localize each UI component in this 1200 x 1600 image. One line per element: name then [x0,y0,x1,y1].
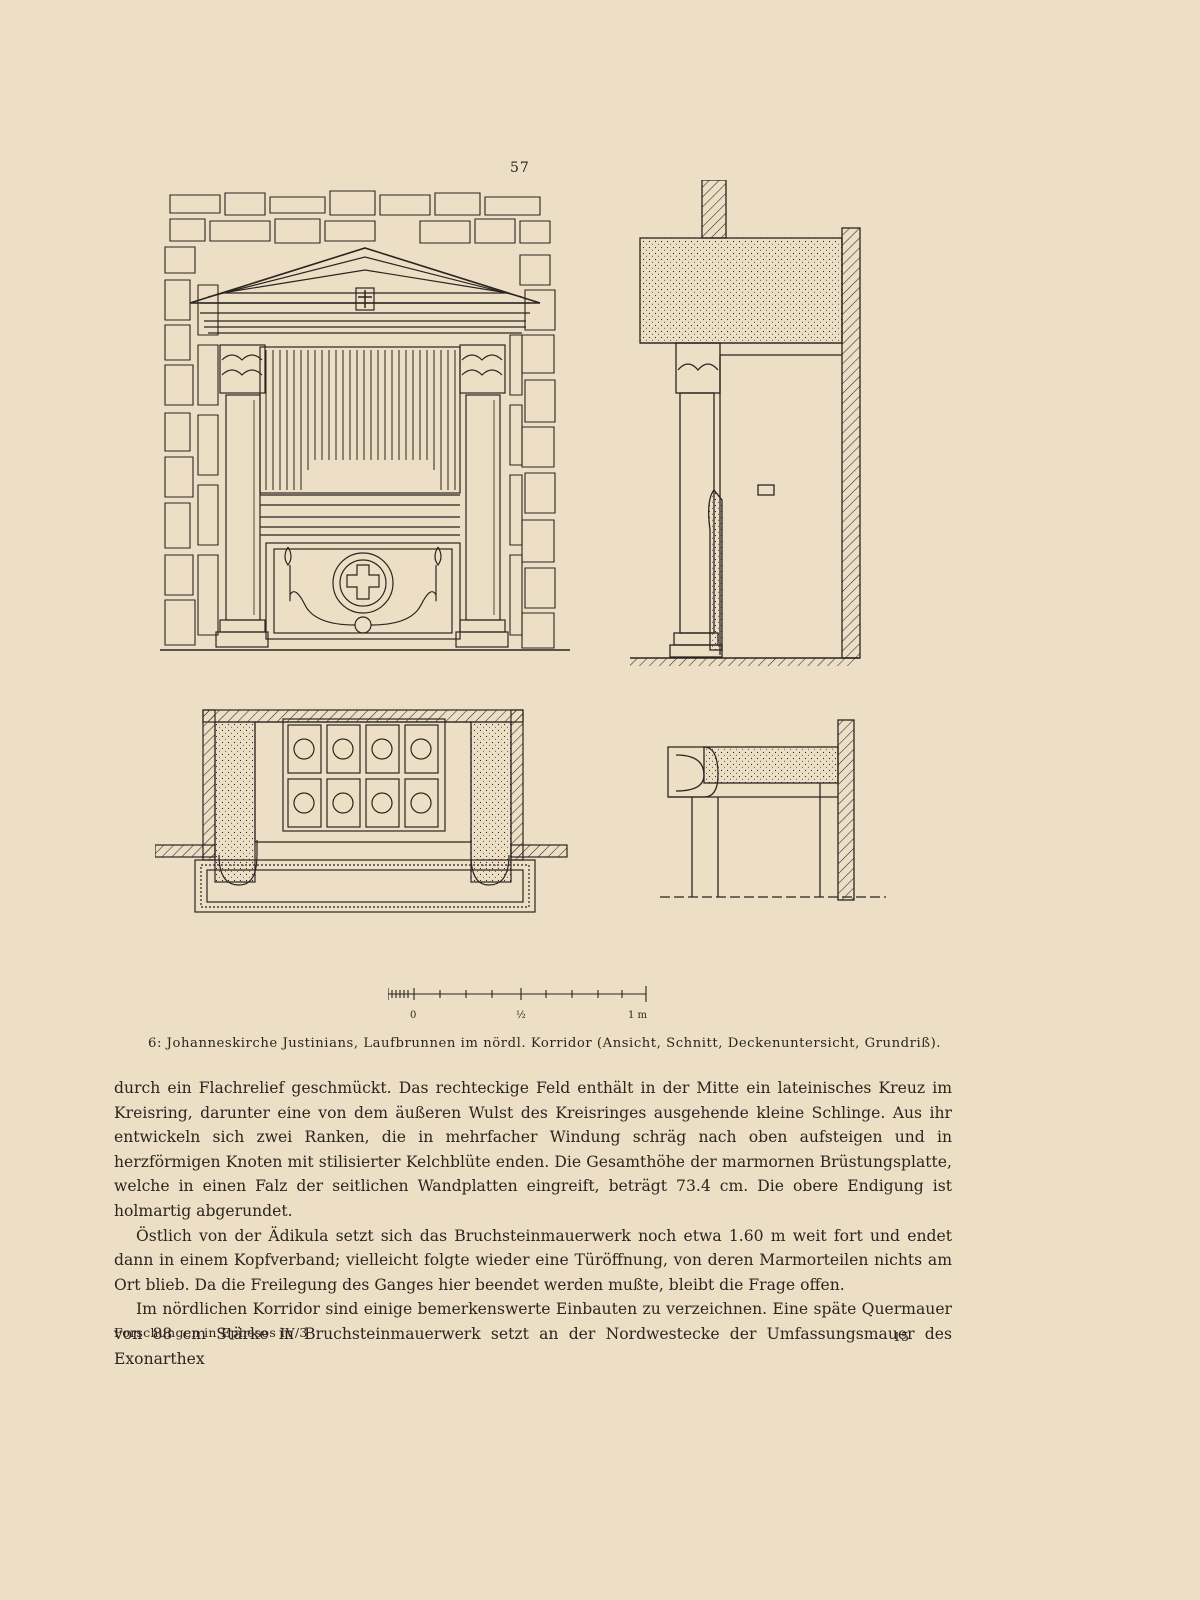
ceiling-plan-drawing [155,709,568,913]
page-number: 57 [510,160,530,176]
paragraph: Im nördlichen Korridor sind einige bemer… [114,1300,952,1368]
figure-caption: 6: Johanneskirche Justinians, Laufbrunne… [148,1036,942,1051]
corner-section-drawing [660,719,886,901]
paragraph: durch ein Flachrelief geschmückt. Das re… [114,1079,952,1220]
footer-series-title: Forschungen in Ephesos IV/3 [114,1325,308,1340]
body-text: durch ein Flachrelief geschmückt. Das re… [114,1076,952,1371]
scale-label-one-meter: 1 m [628,1010,648,1021]
section-drawing [630,180,861,666]
scale-bar: 0 ½ 1 m [388,986,648,1021]
footer-signature-number: 15 [893,1329,909,1344]
elevation-drawing [160,190,570,651]
scale-label-zero: 0 [410,1010,416,1021]
scale-label-half: ½ [516,1010,526,1021]
paragraph: Östlich von der Ädikula setzt sich das B… [114,1226,952,1294]
